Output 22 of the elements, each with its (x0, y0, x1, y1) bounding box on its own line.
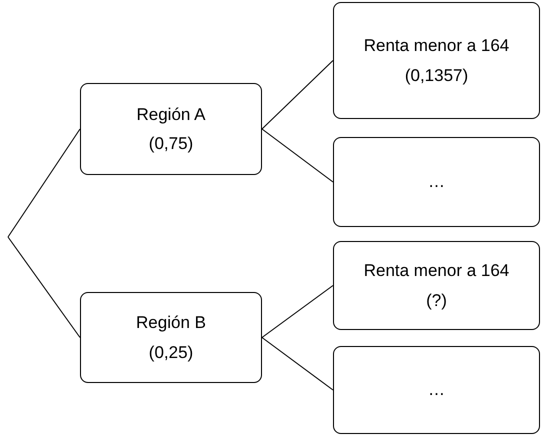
box-text: Renta menor a 164 (364, 260, 510, 282)
box-text: … (428, 379, 445, 401)
box-text: (0,25) (148, 342, 194, 363)
box-text: Región A (136, 104, 206, 125)
rounded-box (80, 292, 262, 383)
box-text: … (428, 171, 445, 193)
box-text: (0,1357) (404, 64, 468, 86)
rounded-box (333, 346, 540, 434)
connector-line (8, 236, 80, 338)
box-text: Región B (136, 312, 206, 334)
rounded-box (80, 83, 262, 175)
connector-line (262, 60, 334, 130)
connector-line (262, 285, 334, 338)
rounded-box (333, 241, 540, 330)
box-text: (?) (426, 290, 447, 311)
connector-line (8, 128, 80, 238)
box-text: (0,75) (148, 133, 194, 154)
connector-line (262, 337, 334, 390)
rounded-box (333, 137, 540, 227)
rounded-box (333, 2, 540, 119)
connector-line (262, 128, 334, 182)
box-text: Renta menor a 164 (364, 35, 510, 56)
